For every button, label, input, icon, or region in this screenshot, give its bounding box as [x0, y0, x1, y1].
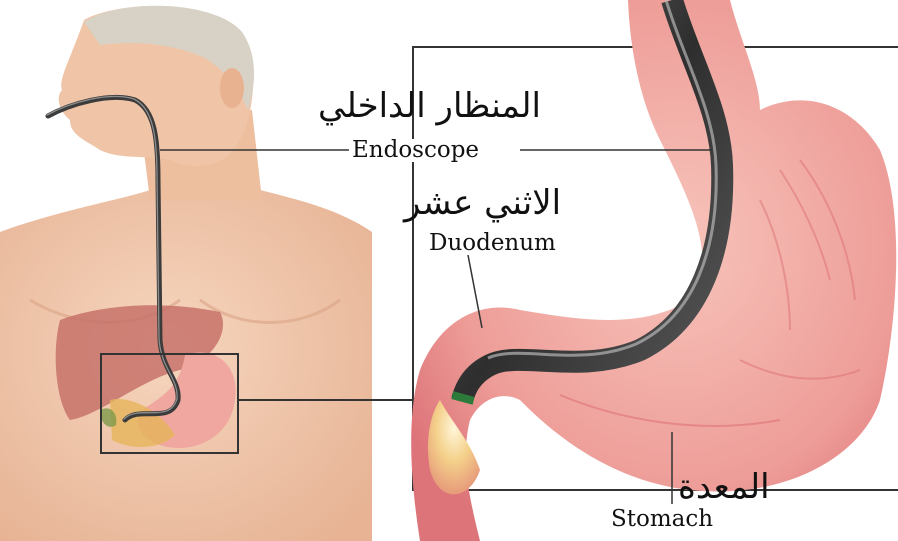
human-body [0, 6, 372, 541]
endoscope-label: Endoscope [349, 139, 482, 162]
stomach-detail [411, 0, 898, 541]
duodenum-label: Duodenum [426, 232, 559, 255]
stomach-label: Stomach [608, 508, 716, 531]
endoscope-label-arabic: المنظار الداخلي [318, 89, 541, 123]
duodenum-label-arabic: الاثني عشر [404, 186, 561, 220]
stomach-label-arabic: المعدة [678, 470, 770, 504]
